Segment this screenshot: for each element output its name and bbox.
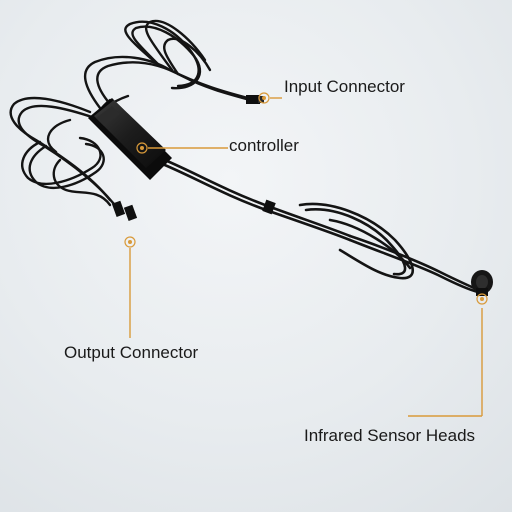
label-input-connector: Input Connector — [284, 77, 405, 96]
target-icon — [124, 236, 136, 248]
sensor-cable — [158, 156, 480, 294]
target-icon — [258, 92, 270, 104]
infrared-sensor-head — [471, 270, 493, 296]
label-output-connector: Output Connector — [64, 343, 199, 362]
input-connector-plug — [246, 95, 264, 104]
output-connector-plug — [111, 200, 138, 221]
cable-junction — [262, 199, 276, 215]
label-controller: controller — [229, 136, 299, 155]
callout-lines — [129, 97, 483, 417]
target-icon — [136, 142, 148, 154]
output-cable — [9, 96, 116, 207]
controller-box — [88, 98, 172, 180]
input-cable — [83, 19, 252, 110]
label-infrared-sensor-heads: Infrared Sensor Heads — [304, 426, 476, 445]
target-icon — [476, 293, 488, 305]
